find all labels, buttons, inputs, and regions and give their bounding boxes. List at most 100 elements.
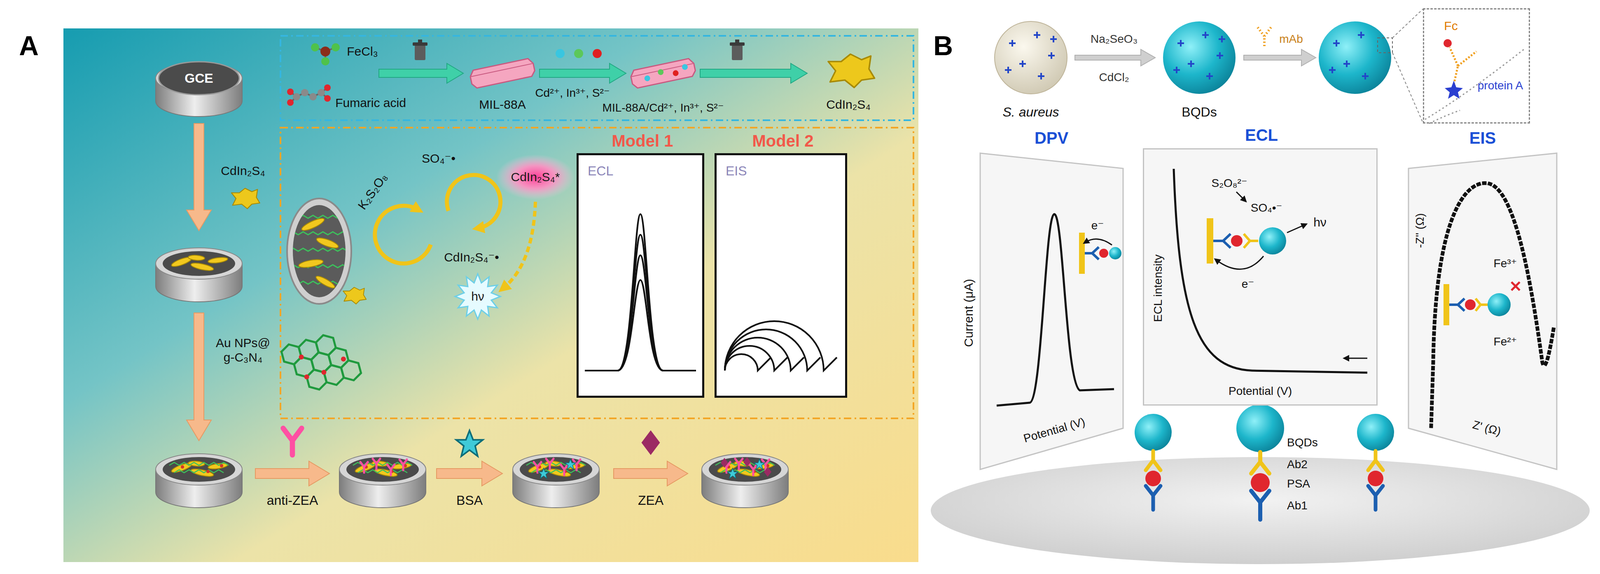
reagent-label: CdIn₂S₄ <box>220 163 265 179</box>
excited-state-glow: CdIn₂S₄* <box>496 154 575 200</box>
text-slot: Z' (Ω) <box>1471 418 1503 439</box>
graphene-icon <box>320 369 328 376</box>
sensor-icon <box>1084 247 1099 260</box>
loaded-rod <box>657 68 665 76</box>
text-slot: PSA <box>1287 477 1311 491</box>
light-emission-burst: hν <box>455 273 501 320</box>
fumaric-acid-molecule <box>290 87 328 103</box>
text-slot: mAb <box>1279 32 1304 46</box>
plot-frame-fill <box>714 153 848 398</box>
graphene-icon <box>326 346 351 370</box>
fecl3-molecule <box>320 46 331 57</box>
electron-label: e⁻ <box>1091 219 1104 233</box>
text-slot: K₂S₂O₈ <box>355 170 391 213</box>
mechanism-dashed-frame <box>280 127 914 419</box>
mechanism-dashed-frame <box>280 127 914 419</box>
text-slot: DPV <box>1034 128 1069 148</box>
ion-dots <box>555 49 565 59</box>
fumaric-acid-molecule <box>287 84 331 106</box>
graphene-icon <box>274 325 369 399</box>
text-slot: ECL <box>587 163 614 179</box>
modified-electrode-top-view <box>298 258 324 269</box>
fecl3-molecule <box>331 43 340 52</box>
sensor-icon <box>1449 298 1465 311</box>
panel-a-background <box>63 28 919 563</box>
immuno-sandwich <box>1357 413 1395 451</box>
ecl-curve <box>1173 168 1368 373</box>
fumaric-acid-molecule <box>292 93 301 101</box>
eis-plot-box: Model 2EIS <box>714 153 848 398</box>
node-outline <box>980 153 1124 470</box>
text-slot: hν <box>471 289 485 304</box>
node-text: Model 1 <box>611 131 674 151</box>
loaded-rod <box>681 63 689 71</box>
process-arrow <box>186 123 212 231</box>
text-slot: e⁻ <box>1241 277 1255 291</box>
sensor-icon <box>1099 248 1109 258</box>
process-arrow <box>436 461 503 486</box>
electrode-stack <box>170 254 228 273</box>
part-label: PSA <box>1287 477 1311 491</box>
ecl-cycle-arrow <box>446 175 501 229</box>
text-slot: SO₄⁻• <box>421 151 456 166</box>
text-slot: Ab1 <box>1287 499 1308 513</box>
loaded-rod <box>672 69 680 77</box>
mil-88a-rod <box>469 57 536 89</box>
electrode-stack <box>754 459 765 470</box>
process-arrow <box>1074 49 1316 66</box>
sensor-icon <box>1287 224 1305 233</box>
sensor-icon <box>1243 233 1259 248</box>
text-slot: BSA <box>456 492 483 509</box>
eis-curve <box>1431 183 1554 427</box>
antibody-icon <box>283 428 302 456</box>
text-slot: GCE <box>184 70 213 87</box>
electrode-stack <box>155 247 243 302</box>
zoom-lines <box>1377 37 1393 53</box>
eis-curve <box>1431 183 1554 427</box>
text-slot: ZEA <box>637 492 664 509</box>
node-text: ECL <box>587 163 614 179</box>
electrode-stack <box>512 453 600 508</box>
step-label: ZEA <box>637 492 664 509</box>
ion-label: Fe²⁺ <box>1493 335 1518 349</box>
synthesis-dashed-frame <box>280 35 914 121</box>
s-aureus-cell <box>1037 72 1045 80</box>
text-slot: SO₄•⁻ <box>1250 201 1283 215</box>
bqd-sphere <box>1218 35 1226 43</box>
sensor-icon <box>1079 232 1122 274</box>
electrode-stack <box>735 458 743 470</box>
sensor-icon <box>1206 191 1305 270</box>
text-slot: MIL-88A/Cd²⁺, In³⁺, S²⁻ <box>602 101 725 115</box>
zoom-inset: Fcprotein A <box>1422 8 1530 124</box>
node-text: CdIn₂S₄* <box>511 170 561 185</box>
ecl-peaks <box>617 255 664 371</box>
zoom-lines <box>1392 9 1423 123</box>
fumaric-acid-molecule <box>324 84 331 92</box>
bqd-antibody-sphere <box>1329 66 1336 74</box>
node-text: GCE <box>184 70 213 87</box>
dpv-curve <box>996 214 1115 406</box>
part-label: BQDs <box>1287 436 1318 450</box>
electron-label: e⁻ <box>1241 277 1255 291</box>
process-arrow <box>613 461 688 486</box>
panel-fill <box>980 153 1124 470</box>
text-slot: Cd²⁺, In³⁺, S²⁻ <box>534 86 610 100</box>
text-slot: Fc <box>1443 18 1458 34</box>
nyquist-curves <box>724 321 837 371</box>
node-outline <box>496 154 575 200</box>
sensor-icon <box>1464 299 1476 311</box>
bqd-antibody-sphere <box>1333 39 1340 47</box>
text-slot: Ab2 <box>1287 457 1308 472</box>
sensor-icon <box>1085 238 1112 246</box>
node-outline <box>980 153 1124 470</box>
cdin2s4-flake-icon <box>231 188 260 209</box>
electrode-stack <box>387 464 395 476</box>
nyquist-curves <box>724 345 788 371</box>
bqd-sphere <box>1173 66 1180 74</box>
modified-electrode-top-view <box>315 235 340 250</box>
sensor-icon <box>1443 284 1450 326</box>
ecl-plot-box: Model 1ECL <box>576 153 705 398</box>
axis-label: Z' (Ω) <box>1471 418 1503 439</box>
radical-label: CdIn₂S₄⁻• <box>443 250 500 265</box>
